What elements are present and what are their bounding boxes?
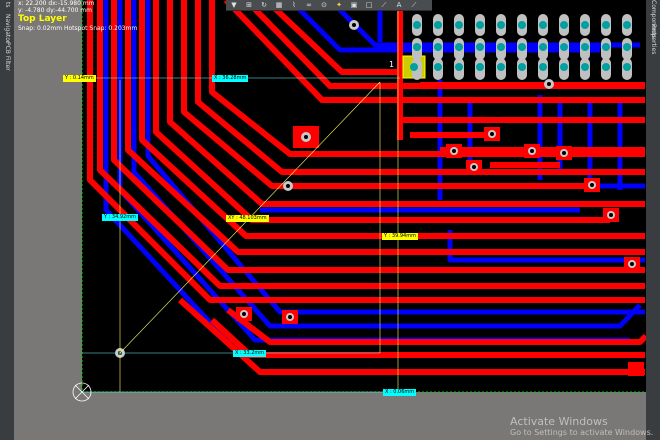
components-tab[interactable]: Components bbox=[650, 0, 657, 38]
text-icon[interactable]: A bbox=[396, 1, 402, 9]
pad-icon[interactable]: ⊙ bbox=[321, 1, 327, 9]
left-panel-bar: ts Navigator PCB Filter bbox=[0, 0, 14, 440]
dimension-label-x-base[interactable]: X : 0.06mm bbox=[383, 389, 417, 396]
watermark-subtitle: Go to Settings to activate Windows. bbox=[510, 428, 654, 437]
line-icon[interactable]: ⟋ bbox=[381, 1, 387, 9]
dimension-label-xy[interactable]: XY : 48.103mm bbox=[226, 215, 269, 222]
via-icon[interactable]: ∞ bbox=[306, 1, 312, 9]
x-coordinate: x: 22.200 dx:-15.980 mm bbox=[18, 0, 95, 7]
dimension-label-x-top[interactable]: X : 36.28mm bbox=[212, 75, 249, 82]
y-coordinate: y: -4.780 dy:-44.700 mm bbox=[18, 7, 92, 14]
rectangle-icon[interactable]: □ bbox=[365, 1, 373, 9]
properties-tab[interactable]: Properties bbox=[650, 24, 657, 55]
highlight-icon[interactable]: ✦ bbox=[336, 1, 342, 9]
dimension-label-y-left[interactable]: Y : 34.92mm bbox=[102, 214, 138, 221]
region-icon[interactable]: ▣ bbox=[350, 1, 358, 9]
pcb-filter-tab[interactable]: PCB Filter bbox=[4, 42, 11, 71]
dimension-icon[interactable]: ⟋ bbox=[411, 1, 417, 9]
top-layer-traces bbox=[87, 0, 646, 375]
grid-icon[interactable]: ▦ bbox=[275, 1, 283, 9]
activation-watermark: Activate Windows Go to Settings to activ… bbox=[510, 415, 653, 438]
current-layer: Top Layer bbox=[18, 14, 67, 24]
right-panel-bar: Components Properties bbox=[646, 0, 660, 440]
dimension-label-y-top[interactable]: Y : 0.14mm bbox=[63, 75, 96, 82]
pcb-editor-canvas[interactable] bbox=[14, 0, 646, 440]
dimension-label-x-bottom[interactable]: X : 33.2mm bbox=[233, 350, 267, 357]
pin-one-label: 1 bbox=[389, 60, 395, 69]
interactive-route-icon[interactable]: ⌇ bbox=[292, 1, 296, 9]
active-bar-toolbar: ▼ ⊞ ↻ ▦ ⌇ ∞ ⊙ ✦ ▣ □ ⟋ A ⟋ bbox=[226, 0, 432, 11]
origin-marker-icon bbox=[72, 382, 92, 402]
filter-icon[interactable]: ▼ bbox=[231, 1, 237, 9]
navigator-tab[interactable]: Navigator bbox=[4, 14, 11, 44]
smd-pads bbox=[236, 126, 644, 376]
select-icon[interactable]: ⊞ bbox=[246, 1, 252, 9]
pcb-board-view[interactable] bbox=[14, 0, 646, 440]
connector-pads bbox=[402, 14, 632, 80]
route-icon[interactable]: ↻ bbox=[261, 1, 267, 9]
watermark-title: Activate Windows bbox=[510, 415, 608, 428]
left-panel-tab[interactable]: ts bbox=[4, 2, 11, 8]
snap-info: Snap: 0.02mm Hotspot Snap: 0.203mm bbox=[18, 25, 138, 32]
coordinate-readout: x: 22.200 dx:-15.980 mm y: -4.780 dy:-44… bbox=[18, 0, 137, 32]
via-holes bbox=[118, 23, 634, 355]
dimension-label-y-mid[interactable]: Y : 39.94mm bbox=[382, 233, 418, 240]
